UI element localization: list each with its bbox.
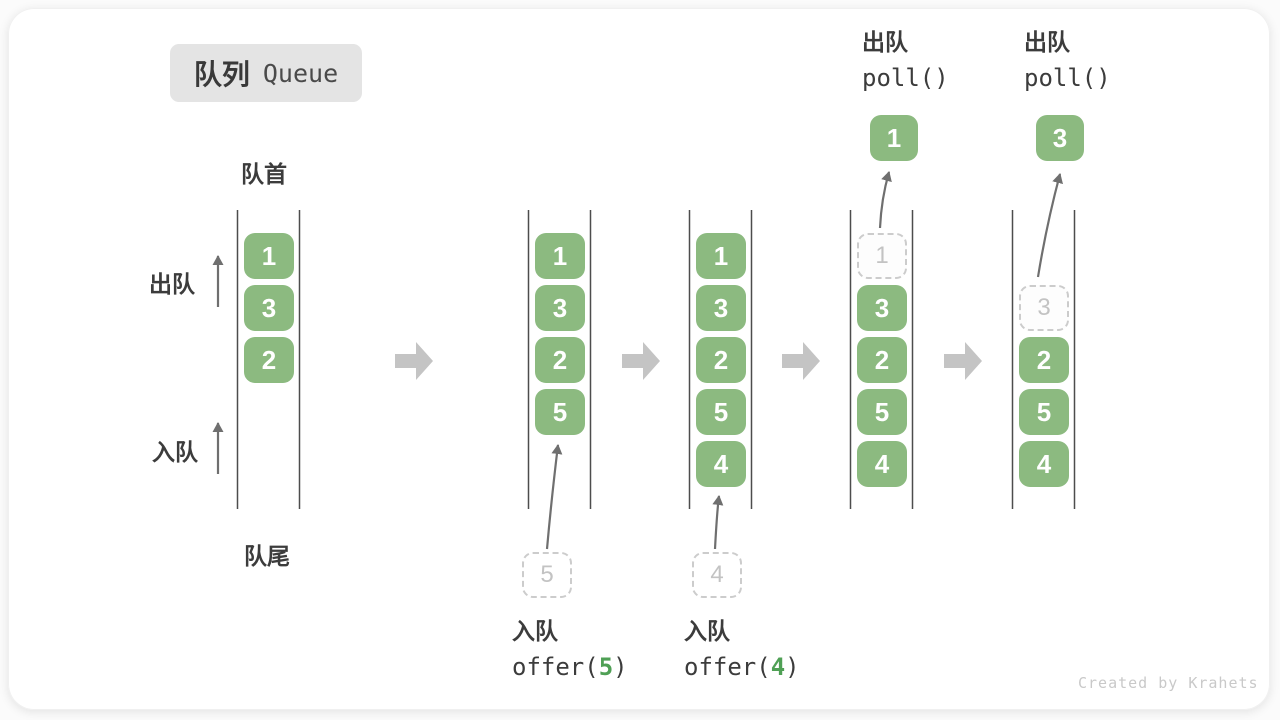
step-arrow-icon	[782, 342, 820, 380]
queue-state-2: 1 3 2 5	[528, 210, 591, 509]
queue-slot: 1	[696, 233, 746, 279]
op-action: 出队	[1024, 29, 1070, 55]
queue-slot: 1	[535, 233, 585, 279]
queue-slot: 2	[244, 337, 294, 383]
queue-slot: 5	[535, 389, 585, 435]
removed-ghost-slot: 1	[857, 233, 907, 279]
polled-value-box: 1	[870, 115, 918, 161]
queue-slot: 4	[696, 441, 746, 487]
queue-slot: 4	[1019, 441, 1069, 487]
queue-rear-label: 队尾	[244, 543, 290, 569]
code-fn: offer(	[512, 653, 599, 681]
queue-slot: 5	[1019, 389, 1069, 435]
op-code: poll()	[862, 64, 949, 92]
queue-slot: 2	[535, 337, 585, 383]
dequeue-label: 出队	[149, 271, 195, 297]
op-action: 出队	[862, 29, 908, 55]
enqueue-5-op-label: 入队 offer(5)	[512, 617, 628, 681]
queue-slot: 2	[857, 337, 907, 383]
queue-slot: 5	[696, 389, 746, 435]
queue-slot: 3	[696, 285, 746, 331]
queue-slot: 3	[857, 285, 907, 331]
enqueue-label: 入队	[152, 439, 198, 465]
queue-slot: 5	[857, 389, 907, 435]
removed-ghost-slot: 3	[1019, 285, 1069, 331]
pending-enqueue-box: 5	[522, 552, 572, 598]
watermark: Created by Krahets	[1078, 674, 1259, 692]
queue-state-3: 1 3 2 5 4	[689, 210, 752, 509]
step-arrow-icon	[622, 342, 660, 380]
code-close: )	[785, 653, 800, 681]
queue-slot: 4	[857, 441, 907, 487]
op-code: poll()	[1024, 64, 1111, 92]
title-badge: 队列 Queue	[170, 44, 362, 102]
queue-state-4: 1 3 2 5 4	[850, 210, 913, 509]
poll-2-op-label: 出队 poll()	[1024, 28, 1111, 92]
step-arrow-icon	[944, 342, 982, 380]
queue-front-label: 队首	[241, 161, 287, 187]
code-close: )	[613, 653, 628, 681]
op-code: offer(5)	[512, 653, 628, 681]
queue-state-1: 1 3 2	[237, 210, 300, 509]
op-code: offer(4)	[684, 653, 800, 681]
code-fn: offer(	[684, 653, 771, 681]
pending-enqueue-box: 4	[692, 552, 742, 598]
op-action: 入队	[684, 618, 730, 644]
queue-slot: 1	[244, 233, 294, 279]
queue-slot: 2	[1019, 337, 1069, 383]
poll-1-op-label: 出队 poll()	[862, 28, 949, 92]
code-arg: 4	[770, 653, 786, 681]
op-action: 入队	[512, 618, 558, 644]
code-arg: 5	[598, 653, 614, 681]
queue-walls	[236, 210, 1076, 509]
title-en: Queue	[262, 58, 339, 88]
step-arrow-icon	[395, 342, 433, 380]
queue-slot: 3	[244, 285, 294, 331]
enqueue-4-op-label: 入队 offer(4)	[684, 617, 800, 681]
title-zh: 队列	[193, 59, 250, 90]
polled-value-box: 3	[1036, 115, 1084, 161]
queue-state-5: 3 2 5 4	[1012, 210, 1075, 509]
queue-slot: 2	[696, 337, 746, 383]
queue-slot: 3	[535, 285, 585, 331]
